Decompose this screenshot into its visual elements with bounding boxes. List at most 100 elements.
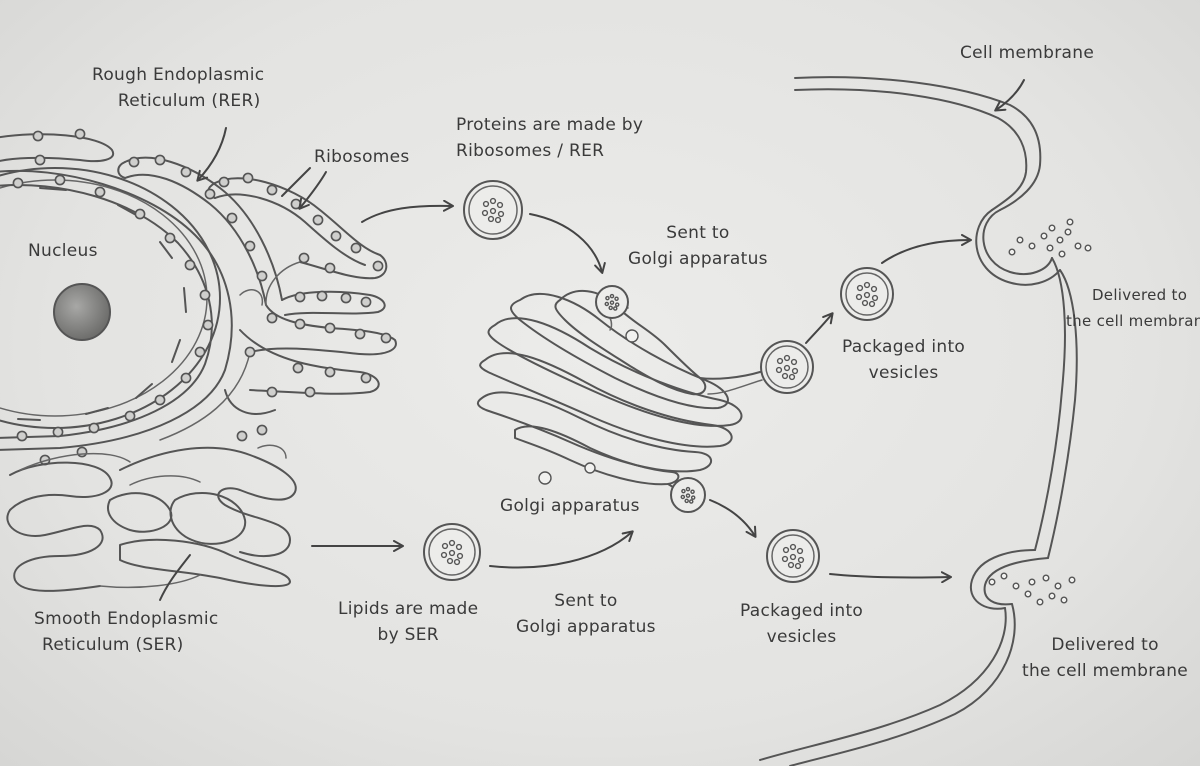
secreted-particle xyxy=(1000,572,1008,580)
ribosome xyxy=(76,446,88,458)
ribosome xyxy=(180,166,192,178)
secreted-particle xyxy=(1048,592,1056,600)
vesicle-content-dot xyxy=(788,373,796,381)
ribosome xyxy=(242,172,254,184)
secreted-particle xyxy=(1068,576,1076,584)
ribosome xyxy=(380,332,392,344)
vesicle-content-dot xyxy=(608,305,613,311)
ribosome xyxy=(256,424,268,436)
ribosome xyxy=(324,262,336,274)
secreted-particle xyxy=(988,578,996,586)
secreted-particle xyxy=(1060,596,1068,604)
ribosome xyxy=(16,430,28,442)
pointer-ribosomes xyxy=(298,171,327,210)
secreted-particle xyxy=(1024,590,1032,598)
ribosome xyxy=(134,208,146,220)
ribosome xyxy=(218,176,230,188)
label-delivered-bottom: Delivered to the cell membrane xyxy=(1022,635,1189,681)
ribosome xyxy=(360,296,372,308)
nucleolus xyxy=(53,283,111,341)
arrow-to-membrane-bottom xyxy=(829,571,952,584)
cell-membrane xyxy=(759,76,1078,766)
label-ser: Smooth Endoplasmic Reticulum (SER) xyxy=(34,609,219,655)
ribosome xyxy=(74,128,86,140)
arrow-to-membrane-top xyxy=(881,234,972,264)
vesicle-content-dot xyxy=(481,209,489,217)
smooth-er xyxy=(6,444,297,592)
vesicle-golgi-bud xyxy=(595,285,629,319)
vesicle-content-dot xyxy=(688,499,694,504)
vesicle-content-dot xyxy=(496,201,504,209)
secreted-particle xyxy=(1040,232,1048,240)
label-lipids: Lipids are made by SER xyxy=(338,599,479,645)
ribosome xyxy=(124,410,136,422)
secreted-particle xyxy=(1066,218,1074,226)
ribosome xyxy=(298,252,310,264)
ribosome xyxy=(360,372,372,384)
vesicle-content-dot xyxy=(796,547,804,555)
label-rer: Rough Endoplasmic Reticulum (RER) xyxy=(92,65,265,111)
vesicle-content-dot xyxy=(494,216,502,224)
vesicle-content-dot xyxy=(690,495,696,500)
arrow-rer-to-vesicle xyxy=(361,199,454,223)
ribosome xyxy=(324,366,336,378)
arrow-golgi-to-top-vesicle xyxy=(805,312,834,344)
secreted-particle xyxy=(1054,582,1062,590)
vesicle-content-dot xyxy=(856,284,864,292)
vesicle-content-dot xyxy=(455,543,463,551)
ribosome xyxy=(164,232,176,244)
vesicle-content-dot xyxy=(863,281,871,289)
ribosome xyxy=(266,312,278,324)
ribosome xyxy=(266,386,278,398)
vesicle-content-dot xyxy=(441,542,449,550)
vesicle-content-dot xyxy=(797,556,805,564)
ribosome xyxy=(236,430,248,442)
ribosome xyxy=(354,328,366,340)
ribosomes xyxy=(12,128,392,466)
vesicle-protein xyxy=(463,180,523,240)
vesicle-content-dot xyxy=(863,291,871,299)
vesicle-content-dot xyxy=(781,555,789,563)
vesicle-content-dot xyxy=(446,557,454,565)
vesicle-packaged-bottom xyxy=(766,529,820,583)
secreted-particles xyxy=(988,218,1092,606)
pointer-rer xyxy=(196,127,227,182)
secreted-particle xyxy=(1046,244,1054,252)
ribosome xyxy=(294,318,306,330)
vesicle-content-dot xyxy=(609,293,615,299)
ribosome xyxy=(128,156,140,168)
ribosome xyxy=(184,259,196,271)
ribosome xyxy=(88,422,100,434)
vesicle-content-dot xyxy=(775,366,783,374)
secreted-particle xyxy=(1042,574,1050,582)
vesicle-content-dot xyxy=(690,489,695,495)
ribosome xyxy=(324,322,336,334)
ribosome xyxy=(194,346,206,358)
vesicle-content-dot xyxy=(684,498,689,504)
vesicle-content-dot xyxy=(680,494,686,500)
vesicle-golgi-right xyxy=(760,340,814,394)
vesicle-content-dot xyxy=(783,364,791,372)
label-sent-golgi-bottom: Sent to Golgi apparatus xyxy=(516,591,656,637)
vesicle-content-dot xyxy=(855,293,863,301)
vesicle-content-dot xyxy=(685,486,691,492)
ribosome xyxy=(244,346,256,358)
secreted-particle xyxy=(1058,250,1066,258)
vesicle-content-dot xyxy=(681,488,686,494)
vesicle-content-dot xyxy=(489,207,497,215)
ribosome xyxy=(180,372,192,384)
vesicle-content-dot xyxy=(482,200,490,208)
secreted-particle xyxy=(1008,248,1016,256)
secreted-particle xyxy=(1084,244,1092,252)
vesicle-content-dot xyxy=(448,539,456,547)
ribosome xyxy=(372,260,384,272)
arrow-lipid-to-golgi xyxy=(489,530,634,569)
ribosome xyxy=(12,177,24,189)
secreted-particle xyxy=(1064,228,1072,236)
ribosome xyxy=(292,362,304,374)
arrows xyxy=(159,79,1025,601)
vesicle-content-dot xyxy=(871,294,879,302)
ribosome xyxy=(204,188,216,200)
vesicle-content-dot xyxy=(614,296,619,302)
secreted-particle xyxy=(1036,598,1044,606)
